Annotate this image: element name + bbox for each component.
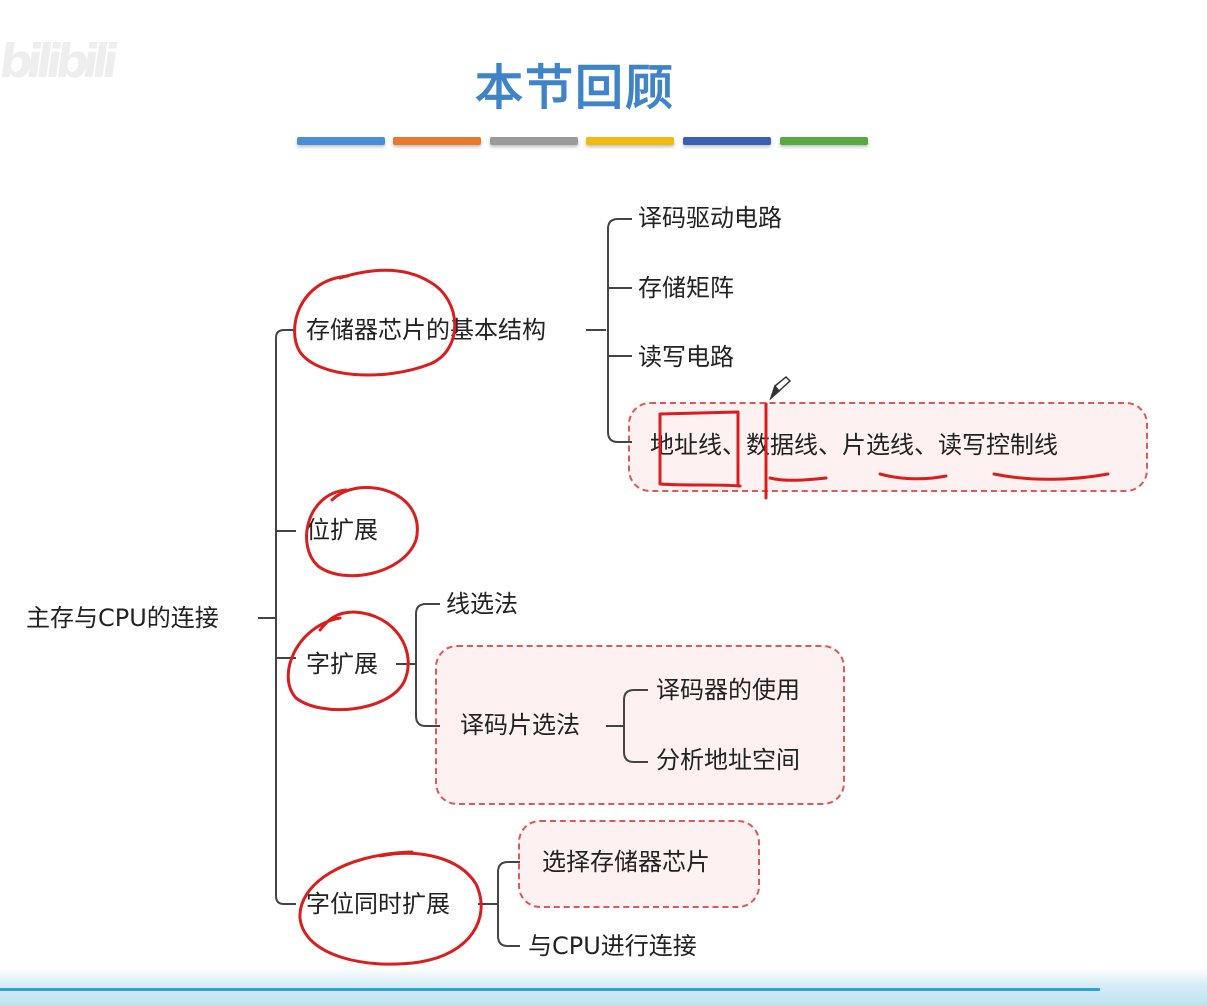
circle-word-bit-expansion: [298, 850, 483, 966]
circle-word-expansion: [286, 610, 410, 712]
node-address-space: 分析地址空间: [656, 746, 800, 774]
node-decoder-usage: 译码器的使用: [656, 676, 800, 704]
underline-chip-select-line: [878, 472, 948, 481]
circle-chip-structure: [293, 268, 457, 377]
node-chip-structure: 存储器芯片的基本结构: [306, 316, 546, 344]
node-read-write-circuit: 读写电路: [638, 343, 734, 371]
node-connect-cpu: 与CPU进行连接: [528, 932, 697, 960]
node-word-expansion: 字扩展: [306, 650, 378, 678]
bottom-edge-line: [0, 988, 1100, 991]
node-signal-lines: 地址线、数据线、片选线、读写控制线: [650, 431, 1058, 459]
root-node: 主存与CPU的连接: [26, 604, 219, 632]
title-stripe: [780, 137, 868, 145]
slide-title: 本节回顾: [474, 60, 675, 116]
node-decoder-select: 译码片选法: [460, 711, 580, 739]
title-stripe: [586, 137, 674, 145]
underline-rw-control-line: [992, 472, 1110, 481]
title-stripe: [297, 137, 385, 145]
node-decode-drive-circuit: 译码驱动电路: [638, 204, 782, 232]
title-stripe: [683, 137, 771, 145]
node-storage-matrix: 存储矩阵: [638, 274, 734, 302]
node-line-select: 线选法: [446, 590, 518, 618]
highlight-box-select-chip: [518, 820, 760, 908]
pencil-cursor-icon: [769, 375, 792, 401]
node-select-chip: 选择存储器芯片: [542, 848, 710, 876]
underline-address-line: [658, 410, 742, 488]
bottom-wave-decoration: [0, 968, 1207, 1006]
title-stripe: [490, 137, 578, 145]
node-word-bit-expansion: 字位同时扩展: [306, 890, 450, 918]
underline-data-line: [764, 402, 828, 500]
circle-bit-expansion: [305, 486, 419, 578]
node-bit-expansion: 位扩展: [306, 516, 378, 544]
title-stripe: [393, 137, 481, 145]
